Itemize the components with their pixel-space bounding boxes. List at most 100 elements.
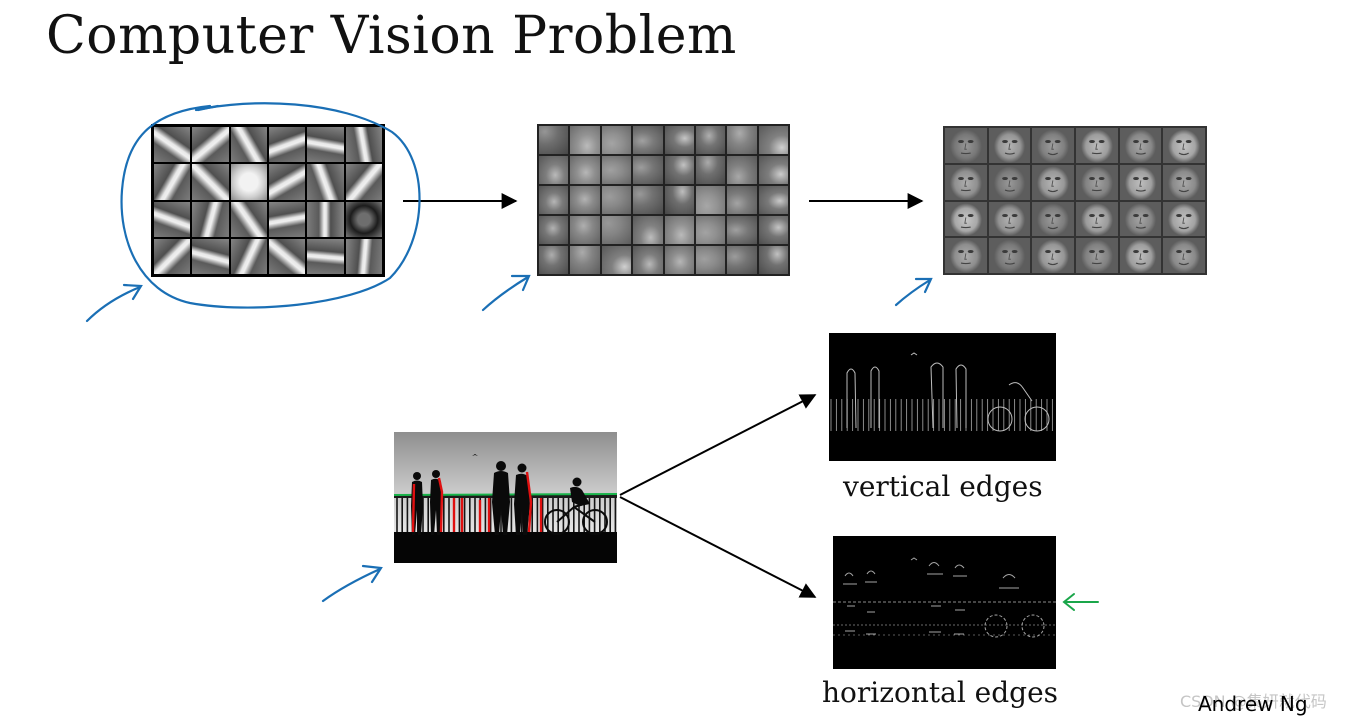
filters-l2-tile bbox=[758, 186, 788, 214]
green-arrow-icon bbox=[1062, 593, 1099, 611]
filters-l2-tile bbox=[570, 126, 600, 154]
filters-l2-tile bbox=[727, 186, 757, 214]
filters-l1-tile bbox=[307, 238, 344, 274]
filters-l1-tile bbox=[268, 201, 306, 237]
filters-l2-tile bbox=[727, 216, 757, 244]
filters-l2-tile bbox=[539, 216, 569, 244]
filters-l3-tile bbox=[1076, 128, 1118, 163]
filters-l1-tile bbox=[192, 238, 229, 274]
filters-l1-tile bbox=[307, 164, 344, 200]
filters-l1-tile bbox=[345, 127, 382, 163]
horizontal-edges-label: horizontal edges bbox=[822, 676, 1059, 709]
filters-l2-tile bbox=[570, 246, 600, 274]
filters-l3-tile bbox=[945, 238, 987, 273]
filters-l2-tile bbox=[633, 216, 663, 244]
watermark: CSDN @集妍就代码 bbox=[1180, 692, 1327, 711]
filters-l2-tile bbox=[539, 246, 569, 274]
filters-l2-tile bbox=[539, 186, 569, 214]
ink-circle bbox=[120, 102, 421, 309]
filters-l3-tile bbox=[1032, 238, 1074, 273]
faces-grid bbox=[943, 126, 1207, 275]
filters-l1-tile bbox=[268, 127, 306, 163]
filters-l2-tile bbox=[758, 246, 788, 274]
filters-l3-tile bbox=[1119, 164, 1162, 200]
filters-l1-tile bbox=[230, 238, 267, 274]
ink-arrow-4 bbox=[321, 564, 383, 603]
filters-l2-tile bbox=[758, 126, 788, 154]
filters-l2-tile bbox=[664, 126, 694, 154]
filters-l3-tile bbox=[1032, 201, 1074, 237]
filters-l2-tile bbox=[695, 186, 726, 214]
filters-l2-tile bbox=[570, 216, 600, 244]
filters-l3-tile bbox=[945, 128, 987, 163]
ink-arrow-1 bbox=[85, 283, 143, 323]
filters-l1-tile bbox=[307, 127, 344, 163]
filters-l2-tile bbox=[664, 216, 694, 244]
filters-l2-tile bbox=[570, 186, 600, 214]
filters-l2-tile bbox=[539, 156, 569, 184]
filters-l2-tile bbox=[695, 216, 726, 244]
filters-l2-tile bbox=[570, 156, 600, 184]
face-parts-grid bbox=[537, 124, 790, 276]
filters-l2-tile bbox=[727, 156, 757, 184]
filters-l2-tile bbox=[601, 186, 632, 214]
filters-l2-tile bbox=[695, 156, 726, 184]
filters-l1-tile bbox=[268, 238, 306, 274]
filters-l3-tile bbox=[945, 164, 987, 200]
filters-l2-tile bbox=[633, 156, 663, 184]
filters-l1-tile bbox=[345, 238, 382, 274]
filters-l2-tile bbox=[664, 186, 694, 214]
filters-l3-tile bbox=[988, 201, 1031, 237]
filters-l1-tile bbox=[192, 201, 229, 237]
filters-l2-tile bbox=[664, 246, 694, 274]
edge-filters-grid bbox=[151, 124, 385, 277]
vertical-edges-image bbox=[829, 333, 1056, 461]
filters-l2-tile bbox=[601, 216, 632, 244]
ink-arrow-2 bbox=[481, 274, 531, 312]
filters-l1-tile bbox=[154, 164, 191, 200]
filters-l2-tile bbox=[601, 246, 632, 274]
filters-l3-tile bbox=[1163, 164, 1205, 200]
horizontal-edges-image bbox=[833, 536, 1056, 669]
filters-l3-tile bbox=[1076, 238, 1118, 273]
filters-l2-tile bbox=[633, 186, 663, 214]
filters-l1-tile bbox=[230, 201, 267, 237]
filters-l1-tile bbox=[268, 164, 306, 200]
filters-l1-tile bbox=[154, 201, 191, 237]
filters-l2-tile bbox=[758, 156, 788, 184]
slide-title: Computer Vision Problem bbox=[46, 6, 737, 66]
filters-l1-tile bbox=[345, 201, 382, 237]
filters-l2-tile bbox=[758, 216, 788, 244]
arrow-to-horizontal bbox=[619, 496, 817, 598]
filters-l1-tile bbox=[230, 127, 267, 163]
filters-l1-tile bbox=[154, 238, 191, 274]
filters-l3-tile bbox=[988, 238, 1031, 273]
filters-l1-tile bbox=[345, 164, 382, 200]
filters-l1-tile bbox=[230, 164, 267, 200]
filters-l2-tile bbox=[695, 126, 726, 154]
filters-l3-tile bbox=[1163, 201, 1205, 237]
filters-l2-tile bbox=[695, 246, 726, 274]
filters-l2-tile bbox=[539, 126, 569, 154]
filters-l2-tile bbox=[601, 126, 632, 154]
filters-l3-tile bbox=[1032, 164, 1074, 200]
author-credit: Andrew Ng bbox=[1198, 692, 1308, 716]
filters-l3-tile bbox=[1163, 238, 1205, 273]
filters-l3-tile bbox=[1119, 238, 1162, 273]
filters-l3-tile bbox=[945, 201, 987, 237]
arrow-to-vertical bbox=[619, 394, 817, 496]
filters-l1-tile bbox=[192, 164, 229, 200]
filters-l3-tile bbox=[1119, 128, 1162, 163]
filters-l3-tile bbox=[988, 164, 1031, 200]
filters-l3-tile bbox=[1076, 201, 1118, 237]
filters-l3-tile bbox=[1032, 128, 1074, 163]
filters-l2-tile bbox=[727, 246, 757, 274]
filters-l2-tile bbox=[633, 126, 663, 154]
filters-l1-tile bbox=[192, 127, 229, 163]
filters-l3-tile bbox=[1119, 201, 1162, 237]
input-scene-image bbox=[394, 432, 617, 563]
filters-l2-tile bbox=[601, 156, 632, 184]
vertical-edges-label: vertical edges bbox=[843, 470, 1043, 503]
filters-l1-tile bbox=[307, 201, 344, 237]
